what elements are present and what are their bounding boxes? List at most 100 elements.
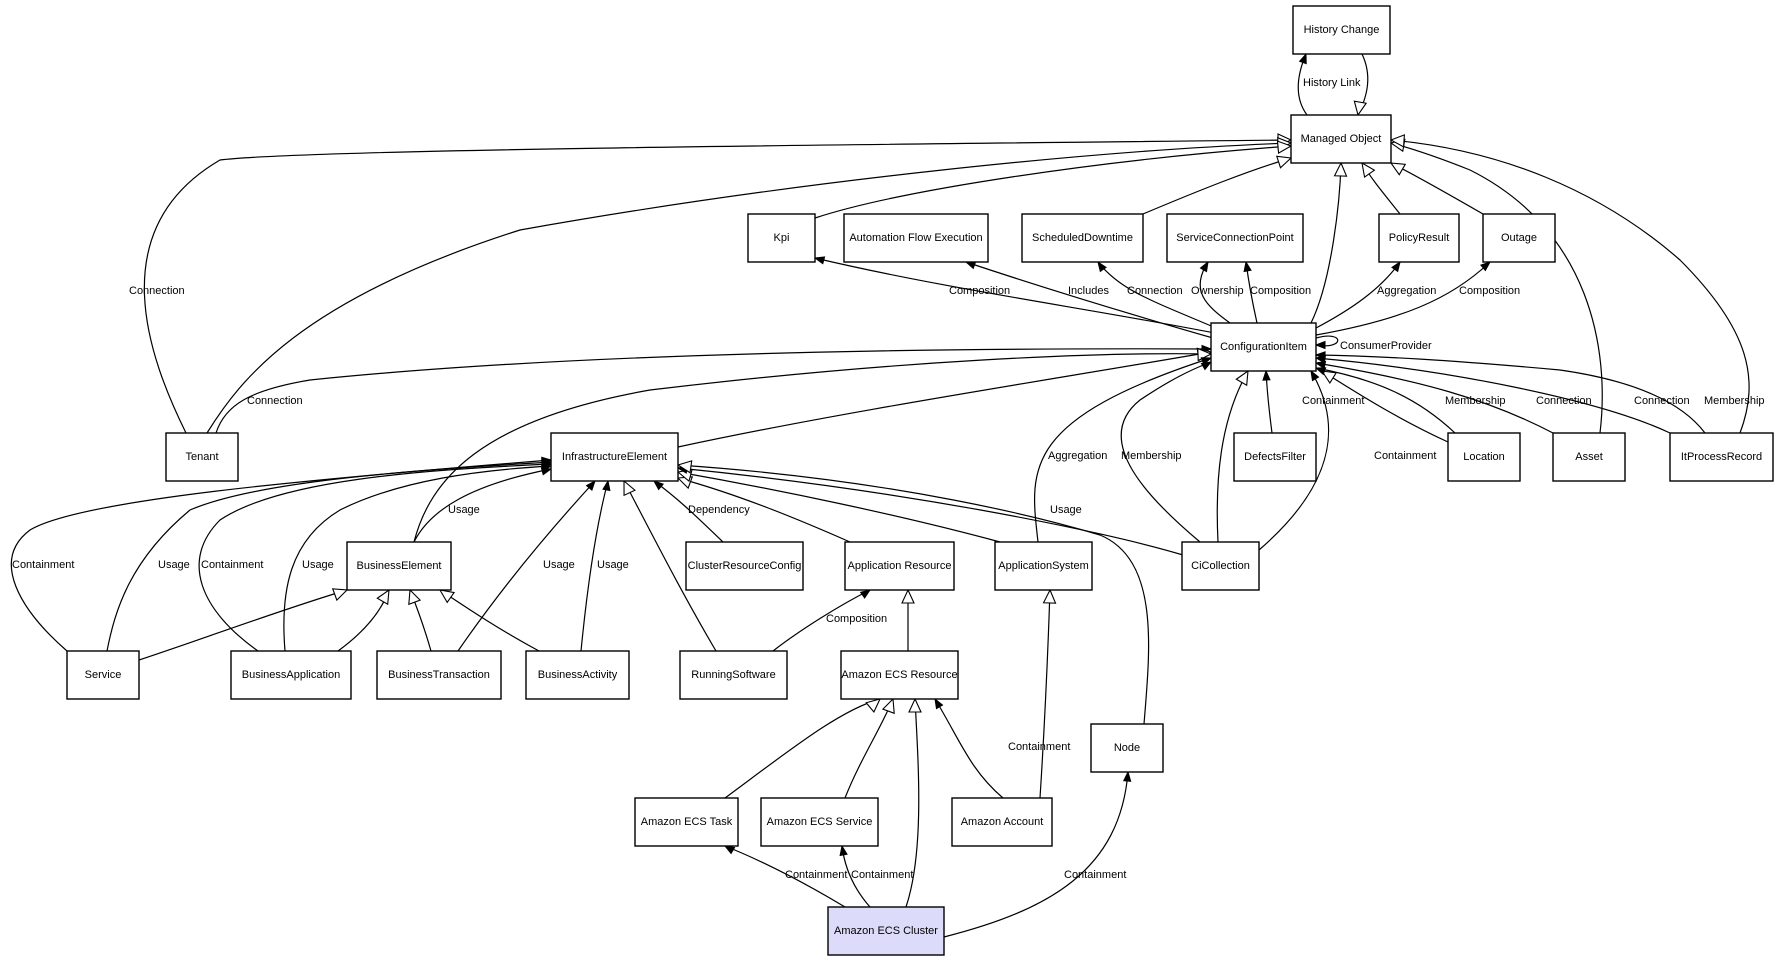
- node-box[interactable]: [550, 432, 679, 482]
- node-box[interactable]: [1090, 723, 1164, 773]
- node-running-software[interactable]: RunningSoftware: [679, 650, 788, 700]
- edge-business-element-to-configuration-item: [413, 347, 1213, 543]
- edge-line: [965, 261, 1221, 341]
- edge-line: [1315, 357, 1671, 434]
- node-box[interactable]: [1210, 322, 1317, 372]
- association-arrowhead-icon: [540, 467, 553, 476]
- edge-line: [677, 477, 851, 543]
- edge-label: Composition: [826, 613, 887, 625]
- node-location[interactable]: Location: [1447, 432, 1521, 482]
- edges-layer: [10, 52, 1750, 938]
- node-automation-flow-execution[interactable]: Automation Flow Execution: [843, 213, 989, 263]
- edge-line: [814, 257, 1231, 337]
- node-box[interactable]: [747, 213, 816, 263]
- node-kpi[interactable]: Kpi: [747, 213, 816, 263]
- inheritance-arrowhead-icon: [1389, 162, 1407, 176]
- association-arrowhead-icon: [964, 261, 977, 270]
- node-business-application[interactable]: BusinessApplication: [230, 650, 352, 700]
- node-box[interactable]: [376, 650, 502, 700]
- edge-kpi-to-managed-object: [814, 140, 1293, 219]
- node-box[interactable]: [1021, 213, 1144, 263]
- node-box[interactable]: [1552, 432, 1626, 482]
- node-scheduled-downtime[interactable]: ScheduledDowntime: [1021, 213, 1144, 263]
- edge-configuration-item-to-automation-flow-execution: [964, 261, 1221, 341]
- edge-label: Aggregation: [1377, 285, 1436, 297]
- node-amazon-account[interactable]: Amazon Account: [951, 797, 1053, 847]
- edge-label: Usage: [597, 559, 629, 571]
- node-configuration-item[interactable]: ConfigurationItem: [1210, 322, 1317, 372]
- node-application-system[interactable]: ApplicationSystem: [994, 541, 1093, 591]
- node-box[interactable]: [165, 432, 239, 482]
- node-amazon-ecs-task[interactable]: Amazon ECS Task: [634, 797, 739, 847]
- edge-line: [580, 480, 609, 652]
- node-defects-filter[interactable]: DefectsFilter: [1233, 432, 1317, 482]
- node-amazon-ecs-resource[interactable]: Amazon ECS Resource: [840, 650, 959, 700]
- node-managed-object[interactable]: Managed Object: [1290, 114, 1392, 164]
- association-arrowhead-icon: [1262, 369, 1271, 381]
- inheritance-arrowhead-icon: [1320, 370, 1338, 384]
- edge-label: Membership: [1704, 395, 1765, 407]
- inheritance-arrowhead-icon: [1389, 134, 1405, 148]
- association-arrowhead-icon: [813, 256, 826, 265]
- node-box[interactable]: [760, 797, 879, 847]
- edge-line: [943, 771, 1129, 938]
- node-service-connection-point[interactable]: ServiceConnectionPoint: [1166, 213, 1304, 263]
- node-infrastructure-element[interactable]: InfrastructureElement: [550, 432, 679, 482]
- edge-line: [1315, 367, 1456, 434]
- node-amazon-ecs-service[interactable]: Amazon ECS Service: [760, 797, 879, 847]
- node-box[interactable]: [951, 797, 1053, 847]
- node-box[interactable]: [1669, 432, 1774, 482]
- edge-line: [106, 461, 552, 652]
- node-business-element[interactable]: BusinessElement: [346, 541, 452, 591]
- node-box[interactable]: [679, 650, 788, 700]
- node-ci-collection[interactable]: CiCollection: [1181, 541, 1260, 591]
- inheritance-arrowhead-icon: [908, 697, 922, 713]
- node-box[interactable]: [1166, 213, 1304, 263]
- node-box[interactable]: [1181, 541, 1260, 591]
- node-box[interactable]: [1447, 432, 1521, 482]
- node-tenant[interactable]: Tenant: [165, 432, 239, 482]
- node-box[interactable]: [1233, 432, 1317, 482]
- node-box[interactable]: [1378, 213, 1460, 263]
- node-box[interactable]: [827, 906, 945, 956]
- node-box[interactable]: [685, 541, 804, 591]
- node-box[interactable]: [634, 797, 739, 847]
- edge-line: [138, 589, 348, 661]
- edge-label: Containment: [12, 559, 74, 571]
- node-box[interactable]: [843, 213, 989, 263]
- node-policy-result[interactable]: PolicyResult: [1378, 213, 1460, 263]
- inheritance-arrowhead-icon: [865, 698, 882, 713]
- edge-line: [1120, 361, 1212, 543]
- node-node[interactable]: Node: [1090, 723, 1164, 773]
- node-box[interactable]: [346, 541, 452, 591]
- edge-line: [653, 480, 724, 543]
- node-box[interactable]: [525, 650, 630, 700]
- edge-line: [1315, 362, 1554, 434]
- node-box[interactable]: [840, 650, 959, 700]
- node-box[interactable]: [994, 541, 1093, 591]
- node-box[interactable]: [1482, 213, 1556, 263]
- node-box[interactable]: [66, 650, 140, 700]
- edge-business-activity-to-business-element: [438, 589, 540, 652]
- node-amazon-ecs-cluster[interactable]: Amazon ECS Cluster: [827, 906, 945, 956]
- node-outage[interactable]: Outage: [1482, 213, 1556, 263]
- association-arrowhead-icon: [1314, 367, 1327, 376]
- node-cluster-resource-config[interactable]: ClusterResourceConfig: [685, 541, 804, 591]
- edge-amazon-ecs-cluster-to-node: [943, 770, 1132, 938]
- node-box[interactable]: [1290, 114, 1392, 164]
- node-history-change[interactable]: History Change: [1292, 5, 1391, 55]
- node-business-transaction[interactable]: BusinessTransaction: [376, 650, 502, 700]
- node-asset[interactable]: Asset: [1552, 432, 1626, 482]
- edge-line: [1315, 261, 1401, 329]
- node-box[interactable]: [844, 541, 955, 591]
- inheritance-arrowhead-icon: [1276, 140, 1293, 155]
- node-business-activity[interactable]: BusinessActivity: [525, 650, 630, 700]
- node-box[interactable]: [1292, 5, 1391, 55]
- node-application-resource[interactable]: Application Resource: [844, 541, 955, 591]
- node-box[interactable]: [230, 650, 352, 700]
- edge-label: Composition: [1459, 285, 1520, 297]
- association-arrowhead-icon: [1480, 261, 1492, 272]
- node-service[interactable]: Service: [66, 650, 140, 700]
- node-it-process-record[interactable]: ItProcessRecord: [1669, 432, 1774, 482]
